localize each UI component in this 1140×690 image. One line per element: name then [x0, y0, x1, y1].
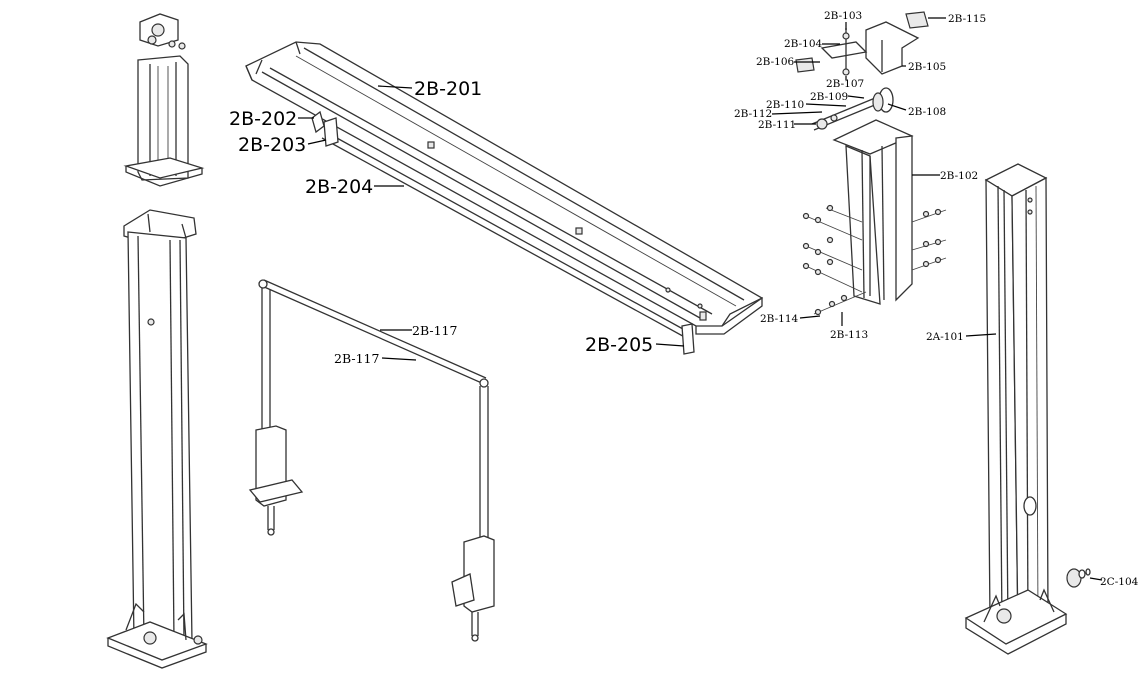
label-2B-102: 2B-102 — [940, 170, 978, 182]
left-post-top-assembly — [123, 13, 205, 187]
label-2B-108: 2B-108 — [908, 106, 946, 118]
label-2B-104: 2B-104 — [784, 38, 823, 50]
label-2B-112: 2B-112 — [734, 108, 772, 120]
label-2B-109: 2B-109 — [810, 91, 848, 103]
label-2A-101: 2A-101 — [926, 331, 964, 343]
label-2C-104: 2C-104 — [1100, 576, 1139, 588]
label-2B-117-lower: 2B-117 — [334, 351, 380, 366]
overhead-cable-assembly — [248, 279, 495, 642]
label-2B-201: 2B-201 — [414, 78, 482, 100]
bolt-part-2C-104 — [1066, 568, 1091, 588]
label-2B-106: 2B-106 — [756, 56, 795, 68]
label-2B-105: 2B-105 — [908, 61, 946, 73]
right-top-hardware — [795, 11, 929, 131]
label-2B-113: 2B-113 — [830, 329, 868, 341]
right-tall-column — [964, 163, 1068, 655]
right-channel-section — [802, 119, 947, 316]
label-2B-202: 2B-202 — [229, 108, 297, 130]
label-2B-115: 2B-115 — [948, 13, 986, 25]
part-labels: 2B-201 2B-202 2B-203 2B-204 2B-205 2B-11… — [229, 10, 1139, 588]
left-tall-column — [106, 209, 208, 669]
label-2B-204: 2B-204 — [305, 176, 373, 198]
label-2B-117-upper: 2B-117 — [412, 323, 458, 338]
label-2B-110: 2B-110 — [766, 99, 804, 111]
label-2B-205: 2B-205 — [585, 334, 653, 356]
label-2B-114: 2B-114 — [760, 313, 799, 325]
label-2B-111: 2B-111 — [758, 119, 796, 131]
label-2B-103: 2B-103 — [824, 10, 862, 22]
top-beam-assembly — [245, 41, 764, 355]
leader-lines — [298, 17, 1103, 581]
label-2B-203: 2B-203 — [238, 134, 306, 156]
label-2B-107: 2B-107 — [826, 78, 864, 90]
